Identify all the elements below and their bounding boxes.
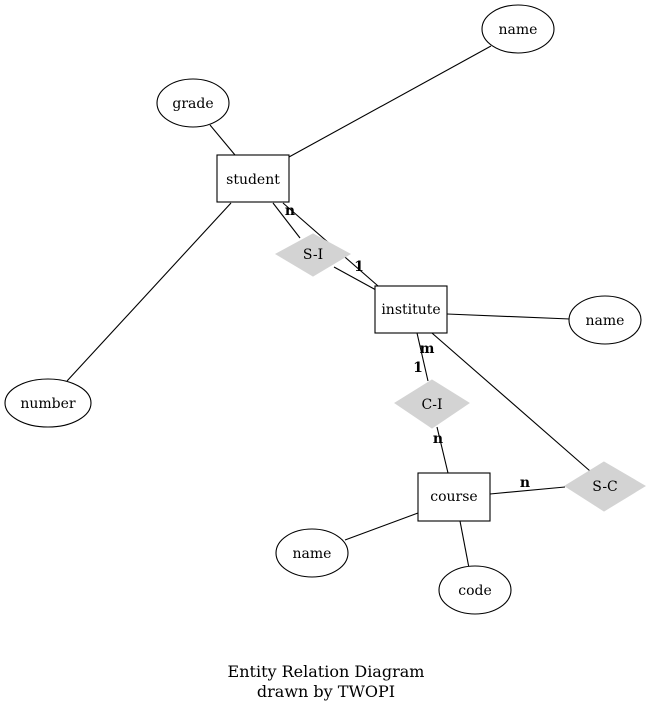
attribute-number: number — [4, 378, 92, 428]
edge-course-code — [459, 520, 470, 569]
edges — [66, 45, 591, 569]
attribute-institute-name: name — [568, 295, 642, 345]
edge-student-number — [66, 202, 232, 382]
entity-course: course — [417, 472, 491, 522]
cardinality-course-sc: n — [520, 475, 530, 491]
diagram-caption: Entity Relation Diagram drawn by TWOPI — [228, 662, 425, 701]
attribute-grade-label: grade — [172, 96, 213, 112]
entity-student: student — [216, 154, 290, 203]
relationship-sc-shape — [564, 461, 646, 512]
attribute-number-shape — [4, 378, 92, 428]
entity-course-label: course — [430, 489, 477, 505]
attribute-student-name-shape — [481, 4, 555, 54]
attribute-institute-name-shape — [568, 295, 642, 345]
relationship-si-label: S-I — [303, 247, 323, 263]
relationship-si-shape — [274, 233, 352, 277]
entity-institute-label: institute — [381, 302, 440, 318]
cardinality-ci-course: n — [433, 431, 443, 447]
relationship-si: S-I — [274, 233, 352, 277]
edge-course-name — [344, 512, 419, 541]
cardinality-student-si: n — [285, 203, 295, 219]
cardinalities: n 1 m 1 n n — [285, 203, 530, 491]
entity-student-label: student — [226, 172, 280, 188]
attribute-code: code — [438, 565, 512, 615]
cardinality-si-institute: 1 — [354, 259, 364, 275]
entity-institute: institute — [374, 285, 448, 334]
cardinality-ci-institute: 1 — [413, 360, 423, 376]
edge-si-institute — [333, 266, 377, 291]
entity-course-box — [417, 472, 491, 522]
attribute-course-name-shape — [275, 528, 349, 578]
attribute-grade: grade — [156, 78, 230, 128]
relationship-ci-label: C-I — [422, 397, 443, 413]
edge-student-si — [272, 202, 301, 239]
relationship-ci: C-I — [394, 379, 470, 429]
attribute-institute-name-label: name — [586, 313, 625, 329]
cardinality-institute-ci: m — [420, 341, 435, 357]
attribute-code-shape — [438, 565, 512, 615]
edge-ci-course — [436, 426, 449, 474]
relationship-sc-label: S-C — [592, 479, 618, 495]
edge-course-sc — [489, 486, 566, 495]
entity-institute-box — [374, 285, 448, 334]
relationship-sc: S-C — [564, 461, 646, 512]
attribute-course-name: name — [275, 528, 349, 578]
edge-institute-name — [446, 313, 571, 320]
attribute-course-name-label: name — [293, 546, 332, 562]
attribute-student-name: name — [481, 4, 555, 54]
caption-line-2: drawn by TWOPI — [257, 682, 395, 701]
relationship-ci-shape — [394, 379, 470, 429]
edge-student-name — [288, 45, 492, 158]
caption-line-1: Entity Relation Diagram — [228, 662, 425, 681]
attribute-code-label: code — [458, 583, 492, 599]
attribute-grade-shape — [156, 78, 230, 128]
edge-student-grade — [209, 124, 236, 156]
attribute-number-label: number — [20, 396, 76, 412]
attribute-student-name-label: name — [499, 22, 538, 38]
edge-institute-ci — [416, 332, 429, 382]
entity-student-box — [216, 154, 290, 203]
